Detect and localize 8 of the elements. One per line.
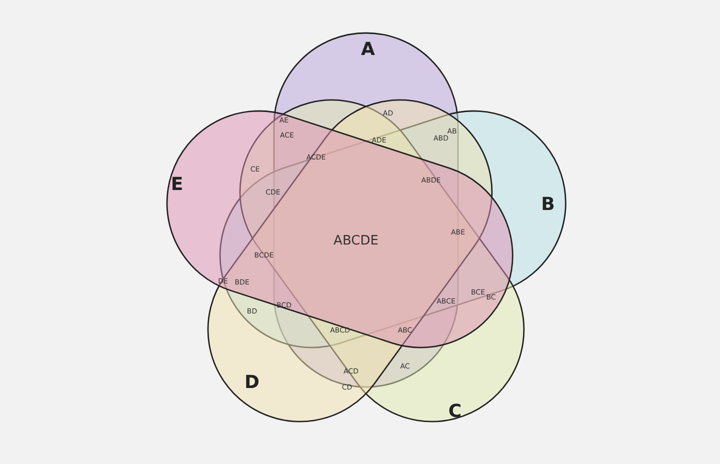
set-region	[206, 98, 494, 424]
set-label: C	[448, 402, 462, 421]
set-region	[164, 109, 514, 350]
set-label: D	[244, 374, 260, 392]
set-label: B	[541, 196, 555, 214]
region-label: ABCDE	[334, 234, 378, 248]
set-label: E	[170, 176, 184, 194]
set-label: A	[361, 41, 375, 59]
